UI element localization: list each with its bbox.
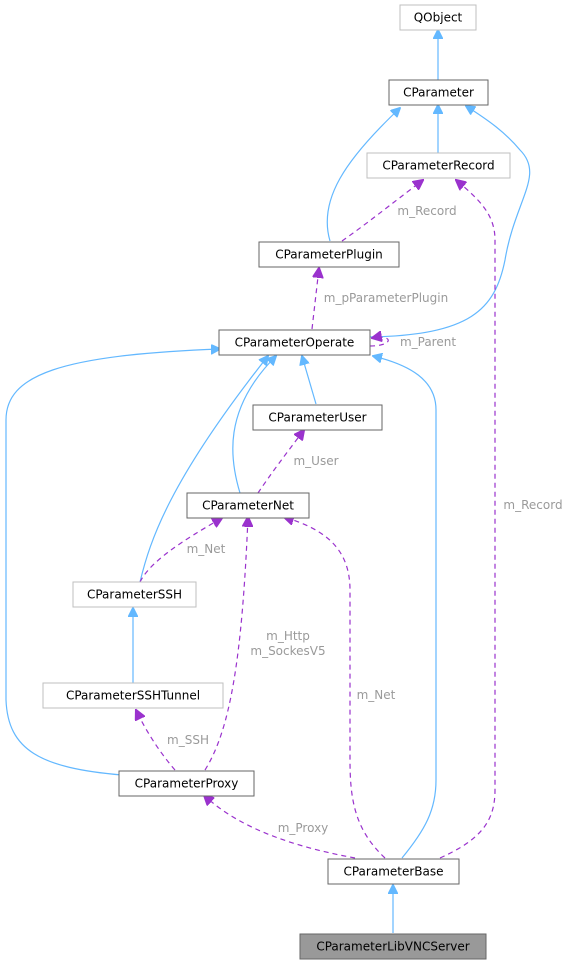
edge-operate-to-cparameter [369, 106, 531, 338]
node-cparameterlibvncserver-label: CParameterLibVNCServer [316, 940, 469, 954]
edge-plugin-to-cparameter [326, 108, 400, 242]
node-cparameterplugin[interactable]: CParameterPlugin [258, 241, 400, 268]
node-cparameterlibvncserver[interactable]: CParameterLibVNCServer [299, 933, 487, 960]
label-parent: m_Parent [400, 335, 456, 349]
node-cparameterrecord-label: CParameterRecord [382, 159, 494, 173]
node-cparameterbase-label: CParameterBase [343, 865, 443, 879]
node-cparameterplugin-label: CParameterPlugin [275, 248, 383, 262]
label-http: m_Http [266, 629, 310, 643]
label-record-plugin: m_Record [397, 204, 456, 218]
node-cparameteruser-label: CParameterUser [268, 411, 366, 425]
node-cparameterbase[interactable]: CParameterBase [327, 858, 460, 885]
node-cparameter-label: CParameter [403, 86, 474, 100]
inheritance-edges [5, 30, 531, 933]
edge-operate-parent-self [370, 337, 389, 347]
label-net-ssh: m_Net [187, 542, 226, 556]
node-qobject[interactable]: QObject [399, 4, 477, 31]
label-net-base: m_Net [357, 688, 396, 702]
label-record-base: m_Record [503, 498, 562, 512]
label-user: m_User [293, 454, 338, 468]
node-cparameterssh-label: CParameterSSH [87, 588, 182, 602]
node-cparameteroperate[interactable]: CParameterOperate [218, 329, 371, 356]
node-cparameternet[interactable]: CParameterNet [186, 492, 310, 519]
usage-edges [136, 180, 496, 859]
label-sockesv5: m_SockesV5 [250, 644, 325, 658]
edge-net-to-operate [232, 356, 276, 494]
node-cparameterrecord[interactable]: CParameterRecord [366, 152, 511, 179]
edge-proxy-uses-sshtunnel [136, 710, 176, 771]
edge-operate-uses-plugin [311, 268, 319, 330]
edge-base-uses-record [439, 180, 496, 859]
node-cparameteruser[interactable]: CParameterUser [252, 404, 383, 431]
node-qobject-label: QObject [414, 11, 463, 25]
edge-labels: m_Record m_pParameterPlugin m_Parent m_U… [167, 204, 563, 835]
node-cparameternet-label: CParameterNet [202, 499, 294, 513]
nodes: QObject CParameter CParameterRecord CPar… [42, 4, 511, 960]
edge-plugin-uses-record [341, 180, 423, 242]
node-cparameterproxy-label: CParameterProxy [135, 777, 239, 791]
edge-ssh-to-operate [139, 356, 268, 583]
node-cparameterssh[interactable]: CParameterSSH [72, 581, 197, 608]
edge-ssh-uses-net [139, 518, 222, 583]
label-pparameterplugin: m_pParameterPlugin [324, 291, 448, 305]
node-cparameteroperate-label: CParameterOperate [235, 336, 355, 350]
edge-base-to-operate [373, 356, 437, 859]
node-cparameter[interactable]: CParameter [388, 79, 489, 106]
edge-user-to-operate [302, 356, 317, 405]
node-cparameterproxy[interactable]: CParameterProxy [118, 770, 255, 797]
edge-base-uses-proxy [204, 795, 356, 859]
node-cparametersshtunnel-label: CParameterSSHTunnel [66, 689, 200, 703]
node-cparametersshtunnel[interactable]: CParameterSSHTunnel [42, 682, 224, 709]
edge-proxy-uses-net [204, 517, 248, 771]
edge-proxy-to-operate [5, 349, 220, 776]
label-ssh: m_SSH [167, 733, 209, 747]
label-proxy: m_Proxy [278, 821, 329, 835]
edge-base-uses-net [284, 517, 386, 859]
